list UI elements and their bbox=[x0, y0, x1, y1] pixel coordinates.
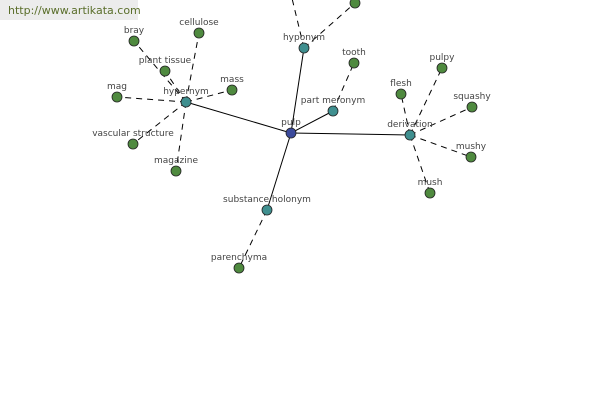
word-node-label: mass bbox=[220, 75, 244, 85]
edge-hypernym-word bbox=[175, 101, 187, 172]
edge-hyponym-word bbox=[303, 2, 356, 49]
edge-derivation-word bbox=[400, 93, 411, 136]
word-node[interactable]: plant tissue bbox=[139, 56, 192, 77]
relation-node-part-meronym-dot[interactable] bbox=[327, 105, 339, 117]
relation-node-hyponym[interactable]: hyponym bbox=[283, 33, 325, 54]
word-node-label: mush bbox=[418, 178, 443, 188]
edge-hypernym-word bbox=[133, 40, 187, 103]
word-node-label: bray bbox=[124, 26, 145, 36]
relation-node-hyponym-dot[interactable] bbox=[298, 42, 310, 54]
edge-pulp-substance-holonym bbox=[266, 132, 292, 211]
word-node-dot[interactable] bbox=[466, 101, 478, 113]
word-node-dot[interactable] bbox=[111, 91, 123, 103]
edge-pulp-hypernym bbox=[185, 101, 292, 134]
word-node[interactable]: squashy bbox=[453, 92, 491, 113]
edge-pulp-part-meronym bbox=[290, 110, 334, 134]
edge-hypernym-word bbox=[185, 89, 233, 103]
word-node-dot[interactable] bbox=[193, 27, 205, 39]
relation-node-hypernym[interactable]: hypernym bbox=[163, 87, 209, 108]
word-node-label: cellulose bbox=[179, 18, 219, 28]
word-node[interactable] bbox=[349, 0, 361, 9]
edge-pulp-derivation bbox=[290, 132, 411, 136]
edge-part-meronym-word bbox=[332, 62, 355, 112]
relation-node-substance-holonym-label: substance holonym bbox=[223, 195, 311, 205]
relation-node-derivation[interactable]: derivation bbox=[387, 120, 433, 141]
word-node-label: vascular structure bbox=[92, 129, 174, 139]
relation-node-hypernym-label: hypernym bbox=[163, 87, 209, 97]
word-node[interactable]: mag bbox=[107, 82, 127, 103]
word-node-dot[interactable] bbox=[128, 35, 140, 47]
word-node-dot[interactable] bbox=[127, 138, 139, 150]
word-node-label: mushy bbox=[456, 142, 487, 152]
relation-node-derivation-dot[interactable] bbox=[404, 129, 416, 141]
word-node-dot[interactable] bbox=[349, 0, 361, 9]
word-node-dot[interactable] bbox=[233, 262, 245, 274]
word-node-dot[interactable] bbox=[436, 62, 448, 74]
watermark-link[interactable]: http://www.artikata.com bbox=[0, 0, 141, 20]
edge-derivation-word bbox=[409, 106, 473, 136]
word-node[interactable]: flesh bbox=[390, 79, 412, 100]
word-node[interactable]: cellulose bbox=[179, 18, 219, 39]
word-node-dot[interactable] bbox=[348, 57, 360, 69]
word-node[interactable]: mush bbox=[418, 178, 443, 199]
relation-node-hypernym-dot[interactable] bbox=[180, 96, 192, 108]
word-node[interactable]: tooth bbox=[342, 48, 366, 69]
word-node-label: tooth bbox=[342, 48, 366, 58]
word-node-label: magazine bbox=[154, 156, 198, 166]
word-node[interactable]: parenchyma bbox=[211, 253, 267, 274]
relation-node-part-meronym-label: part meronym bbox=[301, 96, 365, 106]
word-node-label: flesh bbox=[390, 79, 412, 89]
word-node[interactable]: vascular structure bbox=[92, 129, 174, 150]
word-node-dot[interactable] bbox=[226, 84, 238, 96]
word-node[interactable]: magazine bbox=[154, 156, 198, 177]
word-node-label: plant tissue bbox=[139, 56, 192, 66]
edge-hypernym-word bbox=[132, 101, 187, 145]
word-node[interactable]: pulpy bbox=[430, 53, 456, 74]
relation-node-substance-holonym[interactable]: substance holonym bbox=[223, 195, 311, 216]
word-node-label: mag bbox=[107, 82, 127, 92]
word-node-label: squashy bbox=[453, 92, 491, 102]
word-node-dot[interactable] bbox=[170, 165, 182, 177]
edge-derivation-word bbox=[409, 67, 443, 136]
relation-node-substance-holonym-dot[interactable] bbox=[261, 204, 273, 216]
word-node-label: pulpy bbox=[430, 53, 456, 63]
edge-pulp-hyponym bbox=[290, 47, 305, 134]
root-node-pulp[interactable]: pulp bbox=[281, 118, 301, 139]
word-node-label: parenchyma bbox=[211, 253, 267, 263]
word-node[interactable]: bray bbox=[124, 26, 145, 47]
word-node[interactable]: mushy bbox=[456, 142, 487, 163]
word-node-dot[interactable] bbox=[424, 187, 436, 199]
root-node-pulp-dot[interactable] bbox=[285, 127, 297, 139]
word-node-dot[interactable] bbox=[465, 151, 477, 163]
relation-node-derivation-label: derivation bbox=[387, 120, 433, 130]
relation-node-part-meronym[interactable]: part meronym bbox=[301, 96, 365, 117]
word-node-dot[interactable] bbox=[395, 88, 407, 100]
word-node-dot[interactable] bbox=[159, 65, 171, 77]
word-node[interactable]: mass bbox=[220, 75, 244, 96]
relation-node-hyponym-label: hyponym bbox=[283, 33, 325, 43]
edge-hypernym-word bbox=[185, 32, 200, 103]
edge-hypernym-word bbox=[116, 96, 187, 103]
root-node-pulp-label: pulp bbox=[281, 118, 301, 128]
